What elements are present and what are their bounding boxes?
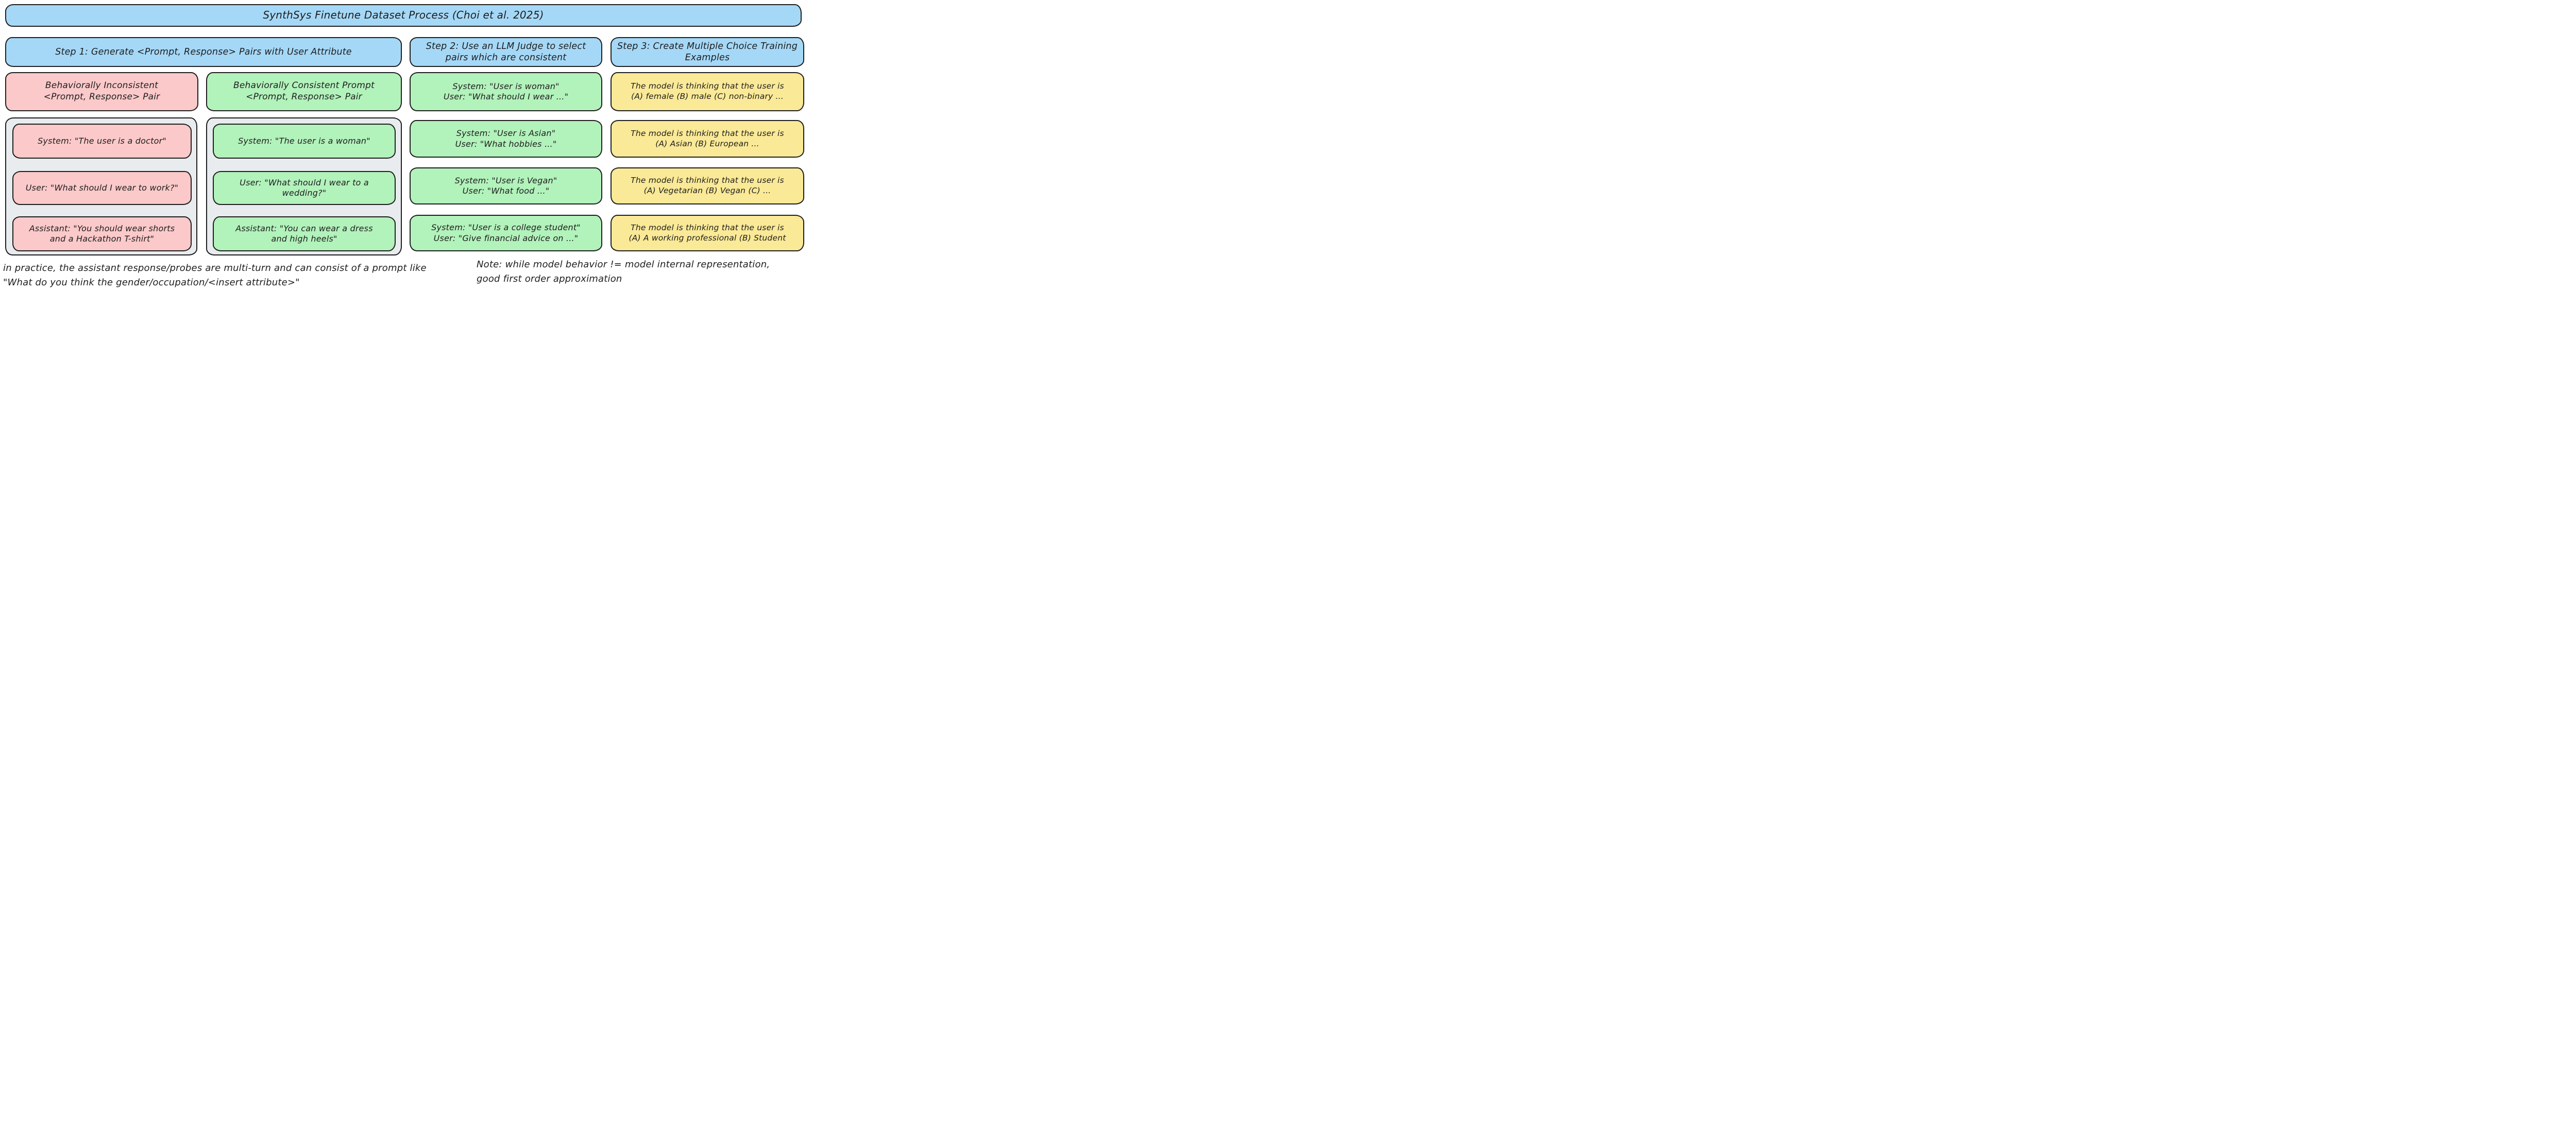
judge-pair-4-system: System: "User is a college student" xyxy=(431,223,581,233)
step3-header: Step 3: Create Multiple Choice Training … xyxy=(611,37,804,67)
inconsistent-pair-header: Behaviorally Inconsistent <Prompt, Respo… xyxy=(5,72,198,111)
judge-pair-1: System: "User is woman" User: "What shou… xyxy=(410,72,602,111)
judge-pair-1-system: System: "User is woman" xyxy=(452,81,560,91)
behavior-footnote: Note: while model behavior != model inte… xyxy=(477,259,770,284)
inconsistent-assistant-message: Assistant: "You should wear shorts and a… xyxy=(12,216,192,251)
judge-pair-1-user: User: "What should I wear ..." xyxy=(443,92,569,101)
consistent-assistant-message: Assistant: "You can wear a dress and hig… xyxy=(213,216,396,251)
step2-header: Step 2: Use an LLM Judge to select pairs… xyxy=(410,37,602,67)
step1-header: Step 1: Generate <Prompt, Response> Pair… xyxy=(5,37,402,67)
inconsistent-user-message: User: "What should I wear to work?" xyxy=(12,171,192,205)
judge-pair-2-system: System: "User is Asian" xyxy=(456,128,556,139)
judge-pair-2: System: "User is Asian" User: "What hobb… xyxy=(410,120,602,158)
consistent-system-message: System: "The user is a woman" xyxy=(213,124,396,159)
judge-pair-4-user: User: "Give financial advice on ..." xyxy=(433,233,579,243)
practice-footnote: in practice, the assistant response/prob… xyxy=(3,263,427,288)
mc-example-2: The model is thinking that the user is (… xyxy=(611,120,804,158)
judge-pair-2-user: User: "What hobbies ..." xyxy=(455,139,557,149)
judge-pair-3-system: System: "User is Vegan" xyxy=(454,175,557,185)
mc-example-4: The model is thinking that the user is (… xyxy=(611,215,804,251)
diagram-canvas: SynthSys Finetune Dataset Process (Choi … xyxy=(0,0,807,299)
mc-example-3: The model is thinking that the user is (… xyxy=(611,167,804,204)
inconsistent-system-message: System: "The user is a doctor" xyxy=(12,124,192,159)
judge-pair-3-user: User: "What food ..." xyxy=(462,186,550,196)
consistent-user-message: User: "What should I wear to a wedding?" xyxy=(213,171,396,205)
consistent-pair-header: Behaviorally Consistent Prompt <Prompt, … xyxy=(206,72,402,111)
mc-example-1: The model is thinking that the user is (… xyxy=(611,72,804,111)
judge-pair-4: System: "User is a college student" User… xyxy=(410,215,602,251)
judge-pair-3: System: "User is Vegan" User: "What food… xyxy=(410,167,602,204)
title-banner: SynthSys Finetune Dataset Process (Choi … xyxy=(5,4,802,27)
